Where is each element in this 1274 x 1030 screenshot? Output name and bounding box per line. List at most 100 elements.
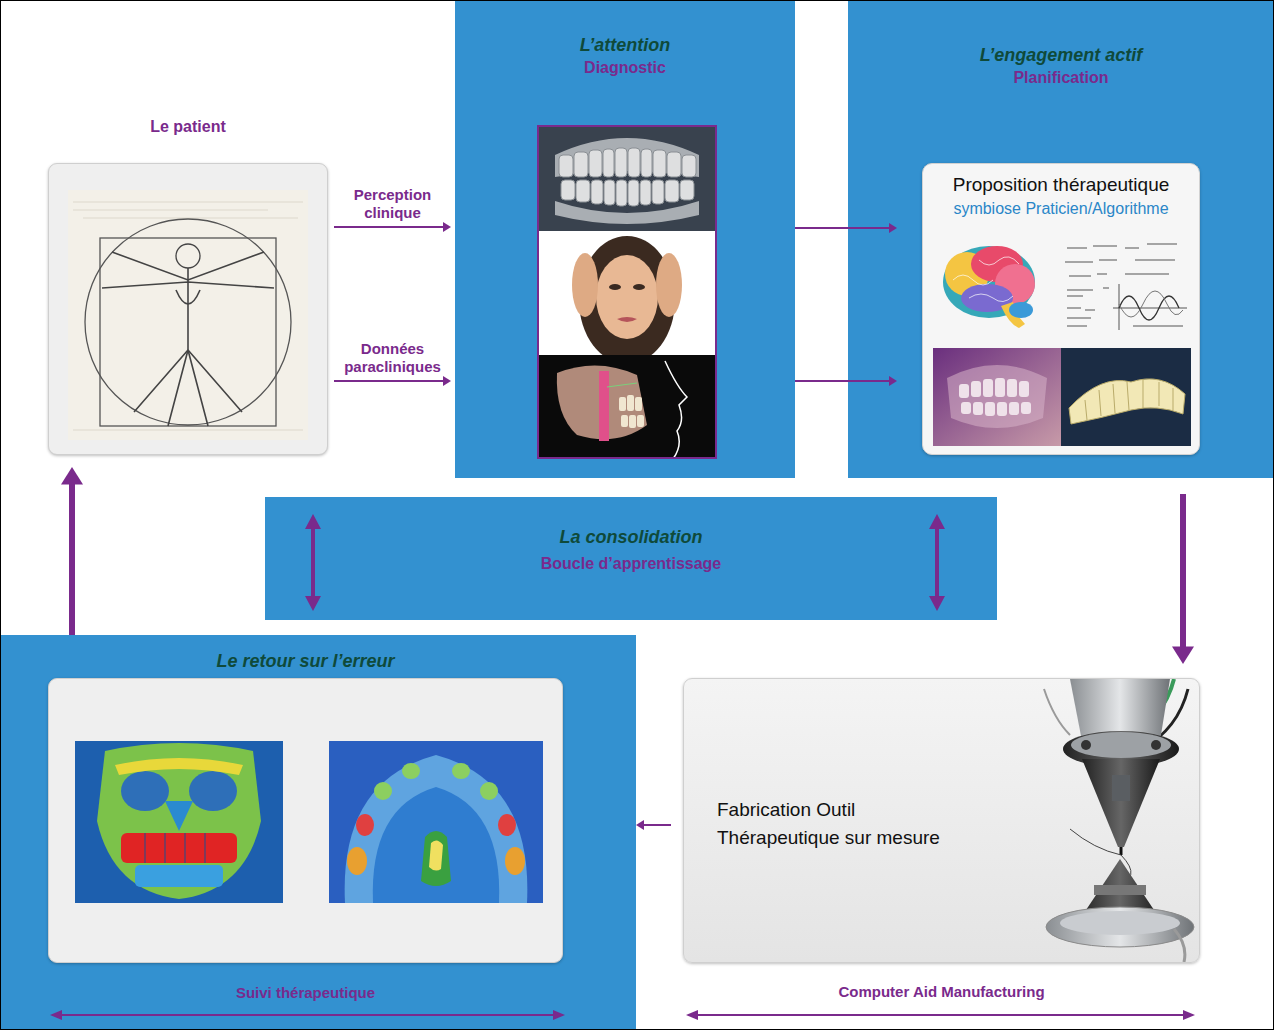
illustration-part [607,383,637,387]
illustration-part [947,365,1047,428]
band-subheading: Boucle d’apprentissage [265,553,997,575]
illustration-part [1085,400,1087,420]
edge-label: Perception clinique [334,186,451,222]
illustration-part [1143,380,1144,408]
illustration-part [1173,388,1174,410]
illustration-part [971,381,981,397]
illustration-part [1119,291,1183,317]
illustration-part [1009,302,1033,318]
illustration-part [627,395,634,411]
illustration-part [628,180,639,206]
illustration-part [933,348,1061,446]
illustration-part [50,1010,62,1020]
illustration-part [929,514,945,529]
illustration-part [995,378,1005,397]
illustration-part [189,771,237,811]
patient-card [48,163,328,455]
arrow-line [334,380,444,382]
illustration-part [83,218,298,219]
illustration-part [1021,402,1031,414]
illustration-part [73,202,303,430]
edge-label-box: Perception clinique [334,186,451,222]
illustration-part [979,257,1019,265]
illustration-part [629,415,636,428]
content-box: Proposition thérapeutiquesymbiose Pratic… [922,163,1200,455]
illustration-part [329,741,543,903]
illustration-part [599,371,609,441]
illustration-part [1085,380,1173,420]
illustration-part [373,787,499,903]
illustration-part [653,150,666,177]
illustration-part [1065,244,1187,330]
phase-panel: La consolidationBoucle d’apprentissage [265,497,997,620]
illustration-part [555,201,699,224]
phase-panel: Le retour sur l’erreurSuivi thérapeutiqu… [0,635,636,1030]
arrow-head [889,376,897,386]
illustration-part [1127,382,1129,410]
illustration-part [961,402,971,414]
illustration-part [356,814,374,836]
illustration-part [1067,244,1177,248]
illustration-part [619,397,626,411]
illustration-part [959,378,1031,416]
illustration-part [1113,384,1115,413]
illustration-part [1061,348,1191,446]
content-box: Le patient [48,115,328,455]
edge-label: Données paracliniques [334,340,451,376]
illustration-part [185,833,186,863]
arrow-head [443,376,451,386]
illustration-part [100,238,276,426]
span-label: Suivi thérapeutique [0,984,611,1002]
arrow-head [889,223,897,233]
skull-heatmap [75,741,283,903]
illustration-part [345,755,528,903]
arrow-head [636,820,644,830]
illustration-part [656,253,682,317]
illustration-part [617,317,637,322]
box-title: Proposition thérapeutique [927,172,1195,198]
illustration-part [969,294,1013,302]
suivi-span-arrow [0,1005,636,1025]
illustration-part [628,148,640,177]
illustration-part [145,833,146,863]
illustration-part [953,257,1019,302]
flow-arrow [795,376,897,386]
box-subtitle: symbiose Praticien/Algorithme [927,198,1195,220]
illustration-part [1099,390,1101,416]
illustration-part [134,350,242,412]
illustration-part [603,149,614,177]
illustration-part [429,840,443,870]
illustration-part [1019,381,1029,397]
illustration-part [347,847,367,875]
illustration-part [452,763,470,779]
illustration-part [1183,1010,1195,1020]
illustration-part [102,252,274,426]
jaw-render [933,348,1061,446]
illustration-part [959,384,969,398]
illustration-part [1060,911,1180,935]
illustration-part [1174,929,1185,962]
arrow-head [61,467,83,485]
illustration-part [616,180,627,206]
illustration-part [697,1014,1183,1016]
illustration-part [621,415,628,427]
illustration-part [559,155,573,177]
panel-subheading: Planification [848,67,1274,89]
illustration-part [311,527,315,598]
illustration-part [1044,689,1070,735]
arrow-line [334,226,444,228]
panel-heading: Le retour sur l’erreur [0,649,611,673]
illustration-part [576,180,590,202]
illustration-part [665,180,679,202]
illustration-part [641,149,652,177]
vitruvian-drawing [68,190,308,440]
panel-heading: L’engagement actif [848,43,1274,67]
illustration-part [635,397,642,411]
illustration-part [682,155,696,177]
illustration-part [168,350,208,426]
illustration-part [1067,288,1109,296]
followup-card [48,678,563,963]
